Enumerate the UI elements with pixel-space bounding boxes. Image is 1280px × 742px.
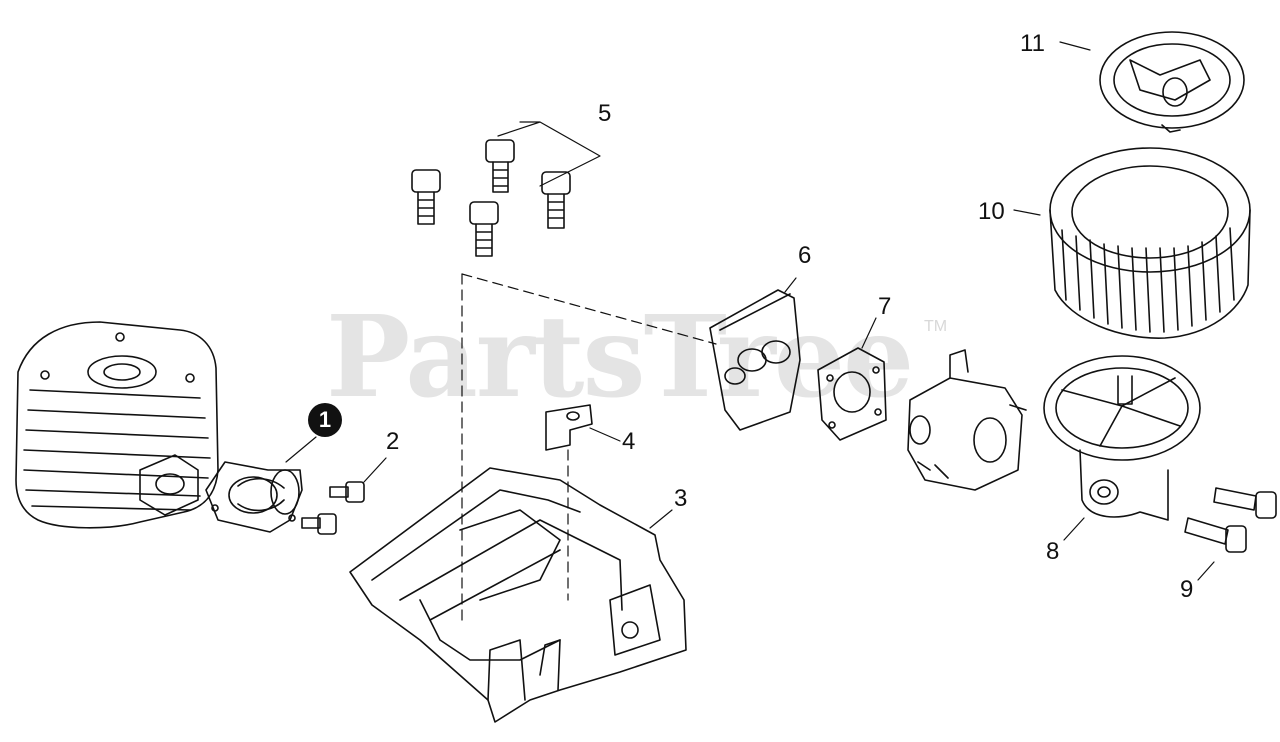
carburetor-part — [907, 349, 1027, 491]
callout-10[interactable]: 10 — [978, 198, 1005, 225]
callout-1-highlight[interactable]: 1 — [308, 403, 342, 437]
bolt-5a-part — [485, 139, 515, 193]
leader-lines — [285, 41, 1215, 581]
cylinder-part — [15, 321, 219, 529]
bolt-5c-part — [541, 171, 571, 229]
callout-7[interactable]: 7 — [878, 293, 892, 320]
callout-5[interactable]: 5 — [598, 100, 612, 127]
callout-2[interactable]: 2 — [386, 428, 400, 455]
bolt-9a-part — [1213, 487, 1277, 519]
callout-3[interactable]: 3 — [674, 485, 688, 512]
callout-4[interactable]: 4 — [622, 428, 636, 455]
callout-9[interactable]: 9 — [1180, 576, 1194, 603]
filter-element-part — [1049, 147, 1251, 339]
gasket-part — [817, 347, 887, 441]
insulator-plate-part — [709, 289, 801, 431]
alignment-dashes — [461, 273, 717, 621]
bracket-part — [545, 404, 593, 451]
bolt-5b-part — [411, 169, 441, 225]
intake-manifold-part — [205, 461, 303, 533]
screw-2b-part — [301, 513, 337, 535]
watermark-trademark: TM — [924, 318, 948, 335]
screw-2a-part — [329, 481, 365, 503]
filter-cover-part — [1099, 31, 1245, 133]
bolt-5d-part — [469, 201, 499, 257]
frame-part — [349, 467, 687, 723]
callout-6[interactable]: 6 — [798, 242, 812, 269]
filter-base-part — [1043, 355, 1201, 521]
bolt-9b-part — [1184, 517, 1247, 553]
watermark-logo: PartsTree — [326, 292, 914, 423]
callout-8[interactable]: 8 — [1046, 538, 1060, 565]
callout-11[interactable]: 11 — [1020, 30, 1045, 57]
